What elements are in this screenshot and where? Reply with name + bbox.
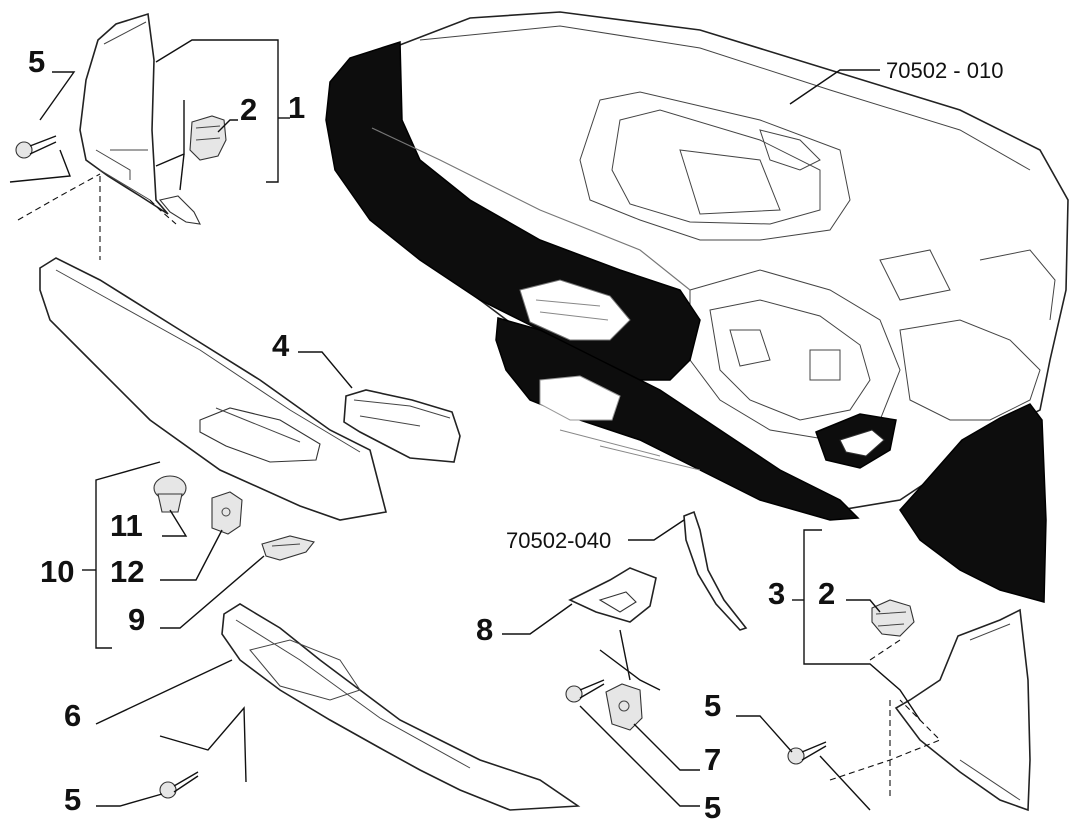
label-1: 1	[288, 90, 305, 125]
screw-bottom-right	[787, 741, 827, 765]
screw-mid-right	[565, 679, 605, 703]
part-2-clip-left	[189, 115, 227, 161]
label-10: 10	[40, 554, 74, 589]
leader-lines	[9, 39, 921, 811]
part-labels: 70502 - 010 70502-040 5 2 1 4 11 10 12 9…	[28, 44, 1003, 825]
label-5-bottom-right: 5	[704, 790, 721, 825]
part-7-nut-clip	[605, 683, 643, 731]
label-8: 8	[476, 612, 493, 647]
label-2-left: 2	[240, 92, 257, 127]
part-8-bracket-trim	[568, 567, 657, 623]
dashboard-assembly	[325, 11, 1069, 603]
part-2-clip-right	[871, 599, 915, 637]
label-11: 11	[110, 508, 143, 543]
thin-trim-strip-70502-040	[683, 510, 748, 631]
part-1-left-end-cap	[79, 12, 201, 225]
label-2-right: 2	[818, 576, 835, 611]
label-7: 7	[704, 742, 721, 777]
part-10-upper-trim-strip	[39, 257, 387, 521]
label-5-bottom-left: 5	[64, 782, 81, 817]
part-11-push-fastener	[153, 475, 187, 513]
ref-70502-010: 70502 - 010	[886, 58, 1003, 83]
part-3-right-end-cap	[894, 608, 1031, 812]
screw-bottom-left	[159, 771, 199, 799]
ref-70502-040: 70502-040	[506, 528, 611, 553]
label-4: 4	[272, 328, 290, 363]
label-6: 6	[64, 698, 81, 733]
part-12-speed-nut	[211, 491, 243, 535]
screw-top-left	[15, 135, 57, 159]
label-5-mid-right: 5	[704, 688, 721, 723]
label-3: 3	[768, 576, 785, 611]
part-4-vent-block	[343, 389, 461, 463]
part-9-clip	[261, 535, 315, 561]
part-6-lower-trim	[221, 603, 581, 811]
label-5-top-left: 5	[28, 44, 45, 79]
label-12: 12	[110, 554, 144, 589]
label-9: 9	[128, 602, 145, 637]
